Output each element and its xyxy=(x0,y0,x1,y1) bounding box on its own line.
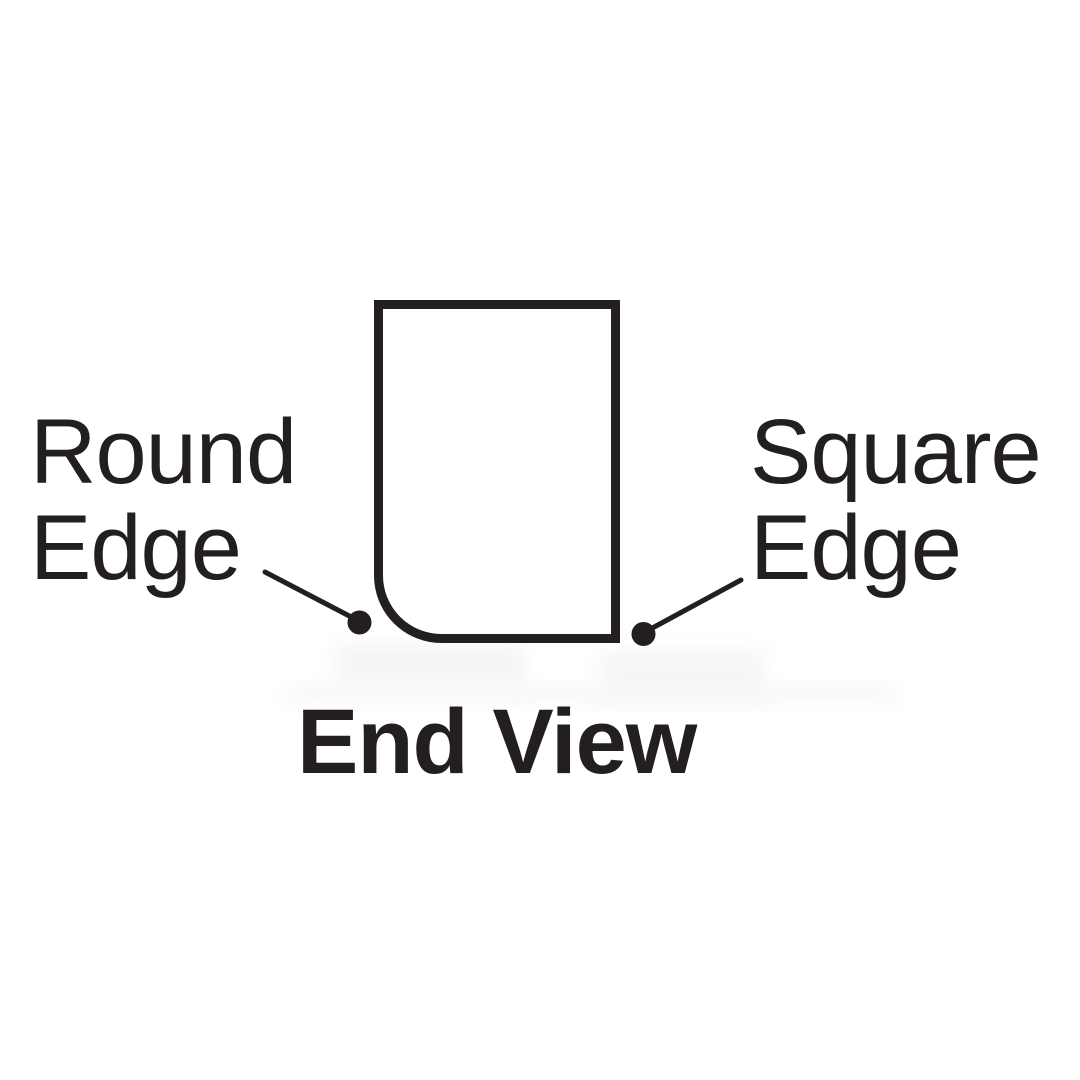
shadow-artifacts xyxy=(285,644,895,704)
round-edge-callout-line xyxy=(262,569,360,623)
square-edge-label: Square Edge xyxy=(750,401,1042,599)
diagram-title: End View xyxy=(297,691,697,793)
end-view-shape-outline xyxy=(374,300,620,643)
round-edge-label: Round Edge xyxy=(30,401,297,599)
square-edge-callout-dot xyxy=(631,622,656,646)
round-edge-callout-dot xyxy=(347,610,372,635)
square-edge-callout-line xyxy=(642,577,744,635)
